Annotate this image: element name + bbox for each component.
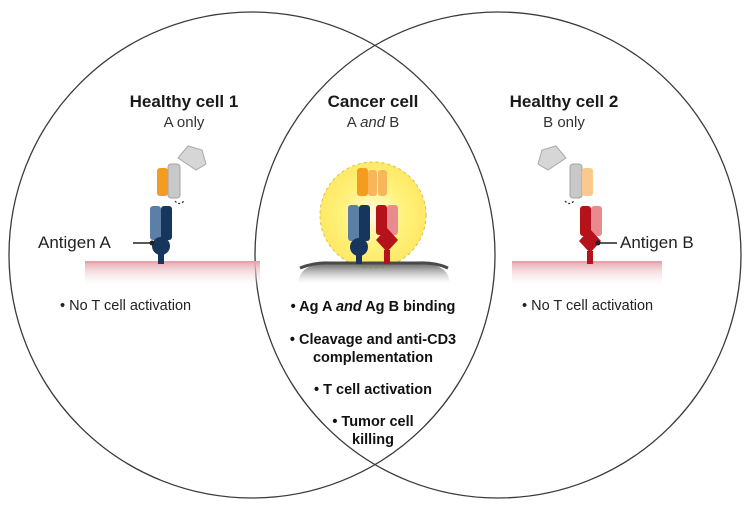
center-bullet-binding: • Ag A and Ag B binding [290,299,456,315]
right-title: Healthy cell 2 [509,92,619,111]
cancer-antigen-b [376,205,398,264]
cancer-binder-arms [357,168,387,196]
right-antibody [537,145,593,205]
left-antibody [157,145,207,205]
left-subtitle: A only [163,114,205,131]
antigen-b-label: Antigen B [620,233,694,252]
cancer-glow [319,161,427,269]
right-bullet: • No T cell activation [522,298,654,314]
left-title: Healthy cell 1 [129,92,239,111]
left-bullet: • No T cell activation [60,298,192,314]
center-subtitle: A and B [346,114,400,131]
center-bullet-activation: • T cell activation [314,382,432,398]
right-circle [254,11,742,499]
center-bullet-killing: • Tumor cell killing [332,414,414,448]
center-title: Cancer cell [327,92,419,111]
right-antigen-b [579,206,602,264]
center-bullet-cleavage: • Cleavage and anti-CD3 complementation [289,332,457,366]
right-subtitle: B only [543,114,585,131]
right-membrane [512,262,662,288]
left-antigen-a [150,206,172,264]
cancer-antigen-a [348,205,370,264]
left-circle [8,11,496,499]
left-membrane [85,262,260,288]
cancer-membrane [298,264,450,283]
antigen-a-label: Antigen A [38,233,111,252]
